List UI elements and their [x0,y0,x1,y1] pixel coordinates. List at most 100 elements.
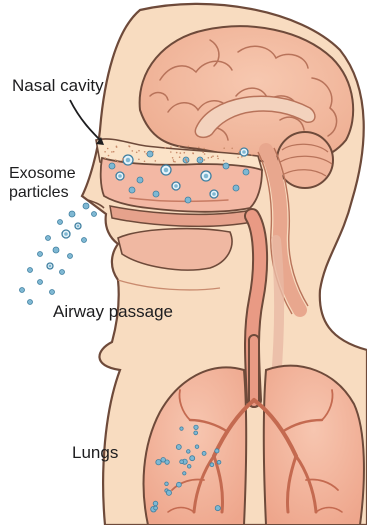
exosome-particle [210,463,214,467]
exosome-particle [92,212,97,217]
exosome-particles-outside [20,203,97,305]
speckle [173,159,175,161]
speckle [188,146,190,148]
speckle [217,155,219,157]
exosome-particle-core [174,184,178,188]
exosome-particle [20,288,25,293]
exosome-particle-core [164,168,169,173]
exosome-particle [28,300,33,305]
exosome-particle [176,445,181,450]
speckle [231,148,233,150]
exosome-particle [153,501,158,506]
exosome-particle [60,270,65,275]
speckle [172,157,174,159]
label-exosome-particles-line2: particles [9,184,69,202]
exosome-particle [82,238,87,243]
speckle [180,152,182,154]
exosome-particle [217,460,221,464]
speckle [108,155,110,157]
exosome-particle [83,203,89,209]
exosome-particle [202,451,206,455]
speckle [146,153,148,155]
exosome-particle [147,151,153,157]
speckle [115,159,117,161]
speckle [193,153,195,155]
exosome-particle [156,460,161,465]
exosome-particle [190,456,195,461]
exosome-particle [187,450,191,454]
exosome-particle [180,427,183,430]
speckle [237,157,239,159]
speckle [217,158,219,160]
speckle [176,152,178,154]
speckle [212,155,214,157]
speckle [117,161,119,163]
exosome-particle [38,280,43,285]
label-lungs: Lungs [72,443,118,463]
speckle [144,151,146,153]
speckle [186,161,188,163]
speckle [155,160,157,162]
exosome-particle [194,425,198,429]
speckle [204,153,206,155]
exosome-particle [50,290,55,295]
speckle [105,157,107,159]
exosome-particle-core [126,158,131,163]
speckle [179,156,181,158]
speckle [128,145,130,147]
exosome-particle [187,465,191,469]
speckle [239,149,241,151]
speckle [138,159,140,161]
exosome-particle [28,268,33,273]
exosome-particle [161,458,166,463]
exosome-particle [197,157,203,163]
exosome-particle [185,197,191,203]
exosome-particle [46,236,51,241]
exosome-particle [68,254,73,259]
exosome-particle [223,163,229,169]
speckle [144,161,146,163]
speckle [165,147,167,149]
exosome-particle [69,211,75,217]
speckle [122,160,124,162]
speckle [170,146,172,148]
exosome-particle-core [204,174,209,179]
exosome-particle [58,220,63,225]
speckle [116,146,118,148]
exosome-particle-core [242,150,246,154]
speckle [132,150,134,152]
speckle [111,151,113,153]
speckle [107,148,109,150]
speckle [170,151,172,153]
exosome-particle [109,163,115,169]
speckle [204,159,206,161]
exosome-particle [53,247,59,253]
exosome-particle [153,191,159,197]
nasal-sinus [101,158,262,212]
exosome-particle [38,252,43,257]
exosome-particle [137,177,143,183]
exosome-particle [165,482,169,486]
exosome-particle [215,506,220,511]
exosome-particle [195,445,199,449]
speckle [122,158,124,160]
speckle [113,151,115,153]
speckle [251,154,253,156]
speckle [104,151,106,153]
esophagus [276,240,279,380]
exosome-particle [177,482,182,487]
speckle [178,146,180,148]
exosome-particle-core [212,192,216,196]
speckle [136,152,138,154]
exosome-particle [154,506,158,510]
exosome-particle [180,460,184,464]
speckle [208,157,210,159]
speckle [198,147,200,149]
nasal-cavity-arrow [70,100,102,142]
exosome-particle [215,449,219,453]
speckle [223,147,225,149]
exosome-particle [166,490,171,495]
speckle [241,156,243,158]
exosome-particle [194,431,198,435]
